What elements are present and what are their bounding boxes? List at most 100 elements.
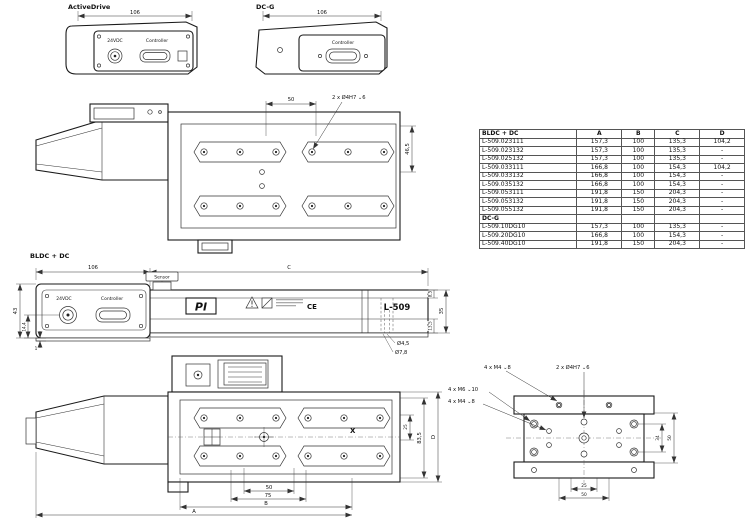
- dim-106-dcg: 106: [262, 9, 382, 21]
- table-section-row: DC-G: [478, 214, 745, 224]
- table-header-cell: D: [699, 129, 745, 139]
- hole-note: 2 x Ø4H7 ⌄6: [332, 94, 366, 101]
- connector-label-24vdc: 24VDC: [107, 38, 122, 44]
- value-cell: [699, 214, 745, 224]
- value-cell: 154,3: [654, 180, 701, 190]
- connector-label-controller: Controller: [101, 296, 123, 302]
- value-cell: -: [699, 188, 745, 198]
- value-cell: -: [699, 231, 745, 241]
- pi-logo-text: PI: [195, 301, 207, 314]
- dim-50-right: 50: [654, 412, 678, 464]
- note-dowel-holes: 2 x Ø4H7 ⌄6: [312, 93, 366, 150]
- model-cell: L-509.025132: [478, 154, 578, 164]
- hole-note: 2 x Ø4H7 ⌄6: [556, 364, 590, 371]
- dim-14-4: 14,4: [21, 314, 60, 339]
- dim-46-5: 46,5: [400, 125, 416, 173]
- view-top: 50 2 x Ø4H7 ⌄6 46,5: [35, 93, 416, 254]
- view-title: DC-G: [256, 3, 274, 11]
- dim-label: 83,5: [417, 432, 423, 444]
- value-cell: 157,3: [576, 154, 623, 164]
- value-cell: 154,3: [654, 163, 701, 173]
- model-cell: L-509.40DG10: [478, 239, 578, 249]
- model-cell: L-509.035132: [478, 180, 578, 190]
- value-cell: 191,8: [576, 239, 623, 249]
- table-header-cell: B: [621, 129, 656, 139]
- value-cell: 204,3: [654, 188, 701, 198]
- value-cell: 157,3: [576, 222, 623, 232]
- value-cell: 150: [621, 205, 656, 215]
- value-cell: [654, 214, 701, 224]
- dim-1: 1: [34, 331, 46, 353]
- value-cell: -: [699, 180, 745, 190]
- dim-b: B: [179, 478, 353, 510]
- value-cell: 100: [621, 171, 656, 181]
- jack-screw: [364, 54, 368, 58]
- dim-d: D: [400, 391, 442, 483]
- hole-pattern: [529, 401, 639, 473]
- value-cell: 100: [621, 146, 656, 156]
- note-m4-side: 4 x M4 ⌄8: [447, 398, 547, 431]
- note-m4-top: 4 x M4 ⌄8: [483, 364, 558, 402]
- value-cell: 191,8: [576, 205, 623, 215]
- dim-106-side: 106 C: [35, 264, 429, 286]
- dim-35: 35: [428, 289, 450, 334]
- value-cell: 166,8: [576, 163, 623, 173]
- panel-screws: [97, 34, 190, 68]
- dim-25-right: 25: [400, 414, 414, 441]
- value-cell: -: [699, 205, 745, 215]
- view-activedrive: ActiveDrive 106 24VDC Controller: [65, 3, 198, 75]
- value-cell: 191,8: [576, 197, 623, 207]
- dim-label: B: [264, 501, 268, 507]
- model-cell: L-509.023132: [478, 146, 578, 156]
- value-cell: 100: [621, 137, 656, 147]
- section-label-cell: DC-G: [478, 214, 578, 224]
- power-connector-icon: [107, 48, 123, 64]
- ce-mark: CE: [307, 303, 317, 311]
- model-cell: L-509.20DG10: [478, 231, 578, 241]
- dim-label: 106: [88, 265, 98, 271]
- dia-label: Ø4,5: [397, 340, 409, 347]
- dim-label: 34: [655, 435, 661, 441]
- power-connector-icon: [59, 306, 77, 324]
- value-cell: 135,3: [654, 154, 701, 164]
- dim-label: 46,5: [405, 143, 411, 155]
- warning-icons: [245, 296, 303, 309]
- model-cell: L-509.053132: [478, 197, 578, 207]
- motor-housing: [35, 395, 169, 465]
- sensor-connector: [152, 281, 172, 291]
- pi-logo: PI: [185, 297, 217, 315]
- motor-end-cap: [25, 417, 37, 445]
- dsub-connector-icon: [325, 48, 361, 64]
- panel-screws: [44, 293, 144, 329]
- table-header-row: BLDC + DC A B C D: [478, 129, 745, 139]
- pin-detail: [277, 47, 283, 53]
- dim-label: 13,5: [428, 321, 434, 331]
- value-cell: 204,3: [654, 205, 701, 215]
- hole-note: 4 x M4 ⌄8: [484, 365, 511, 371]
- value-cell: -: [699, 222, 745, 232]
- view-end: 4 x M4 ⌄8 2 x Ø4H7 ⌄6 4 x M6 ⌄10 4 x M4 …: [447, 363, 678, 501]
- view-side: BLDC + DC 106 C 24VDC Controller: [12, 252, 450, 357]
- value-cell: 157,3: [576, 146, 623, 156]
- dsub-connector-icon: [95, 307, 131, 323]
- jack-screw: [318, 54, 322, 58]
- dim-label: 25: [403, 424, 409, 430]
- value-cell: 150: [621, 197, 656, 207]
- dim-label: 50: [266, 485, 273, 491]
- value-cell: 157,3: [576, 137, 623, 147]
- table-header-cell: A: [576, 129, 623, 139]
- dim-25-bottom: 25: [570, 478, 598, 492]
- dim-label: A: [192, 509, 196, 515]
- model-cell: L-509.033111: [478, 163, 578, 173]
- dim-label: 75: [265, 493, 272, 499]
- model-cell: L-509.053111: [478, 188, 578, 198]
